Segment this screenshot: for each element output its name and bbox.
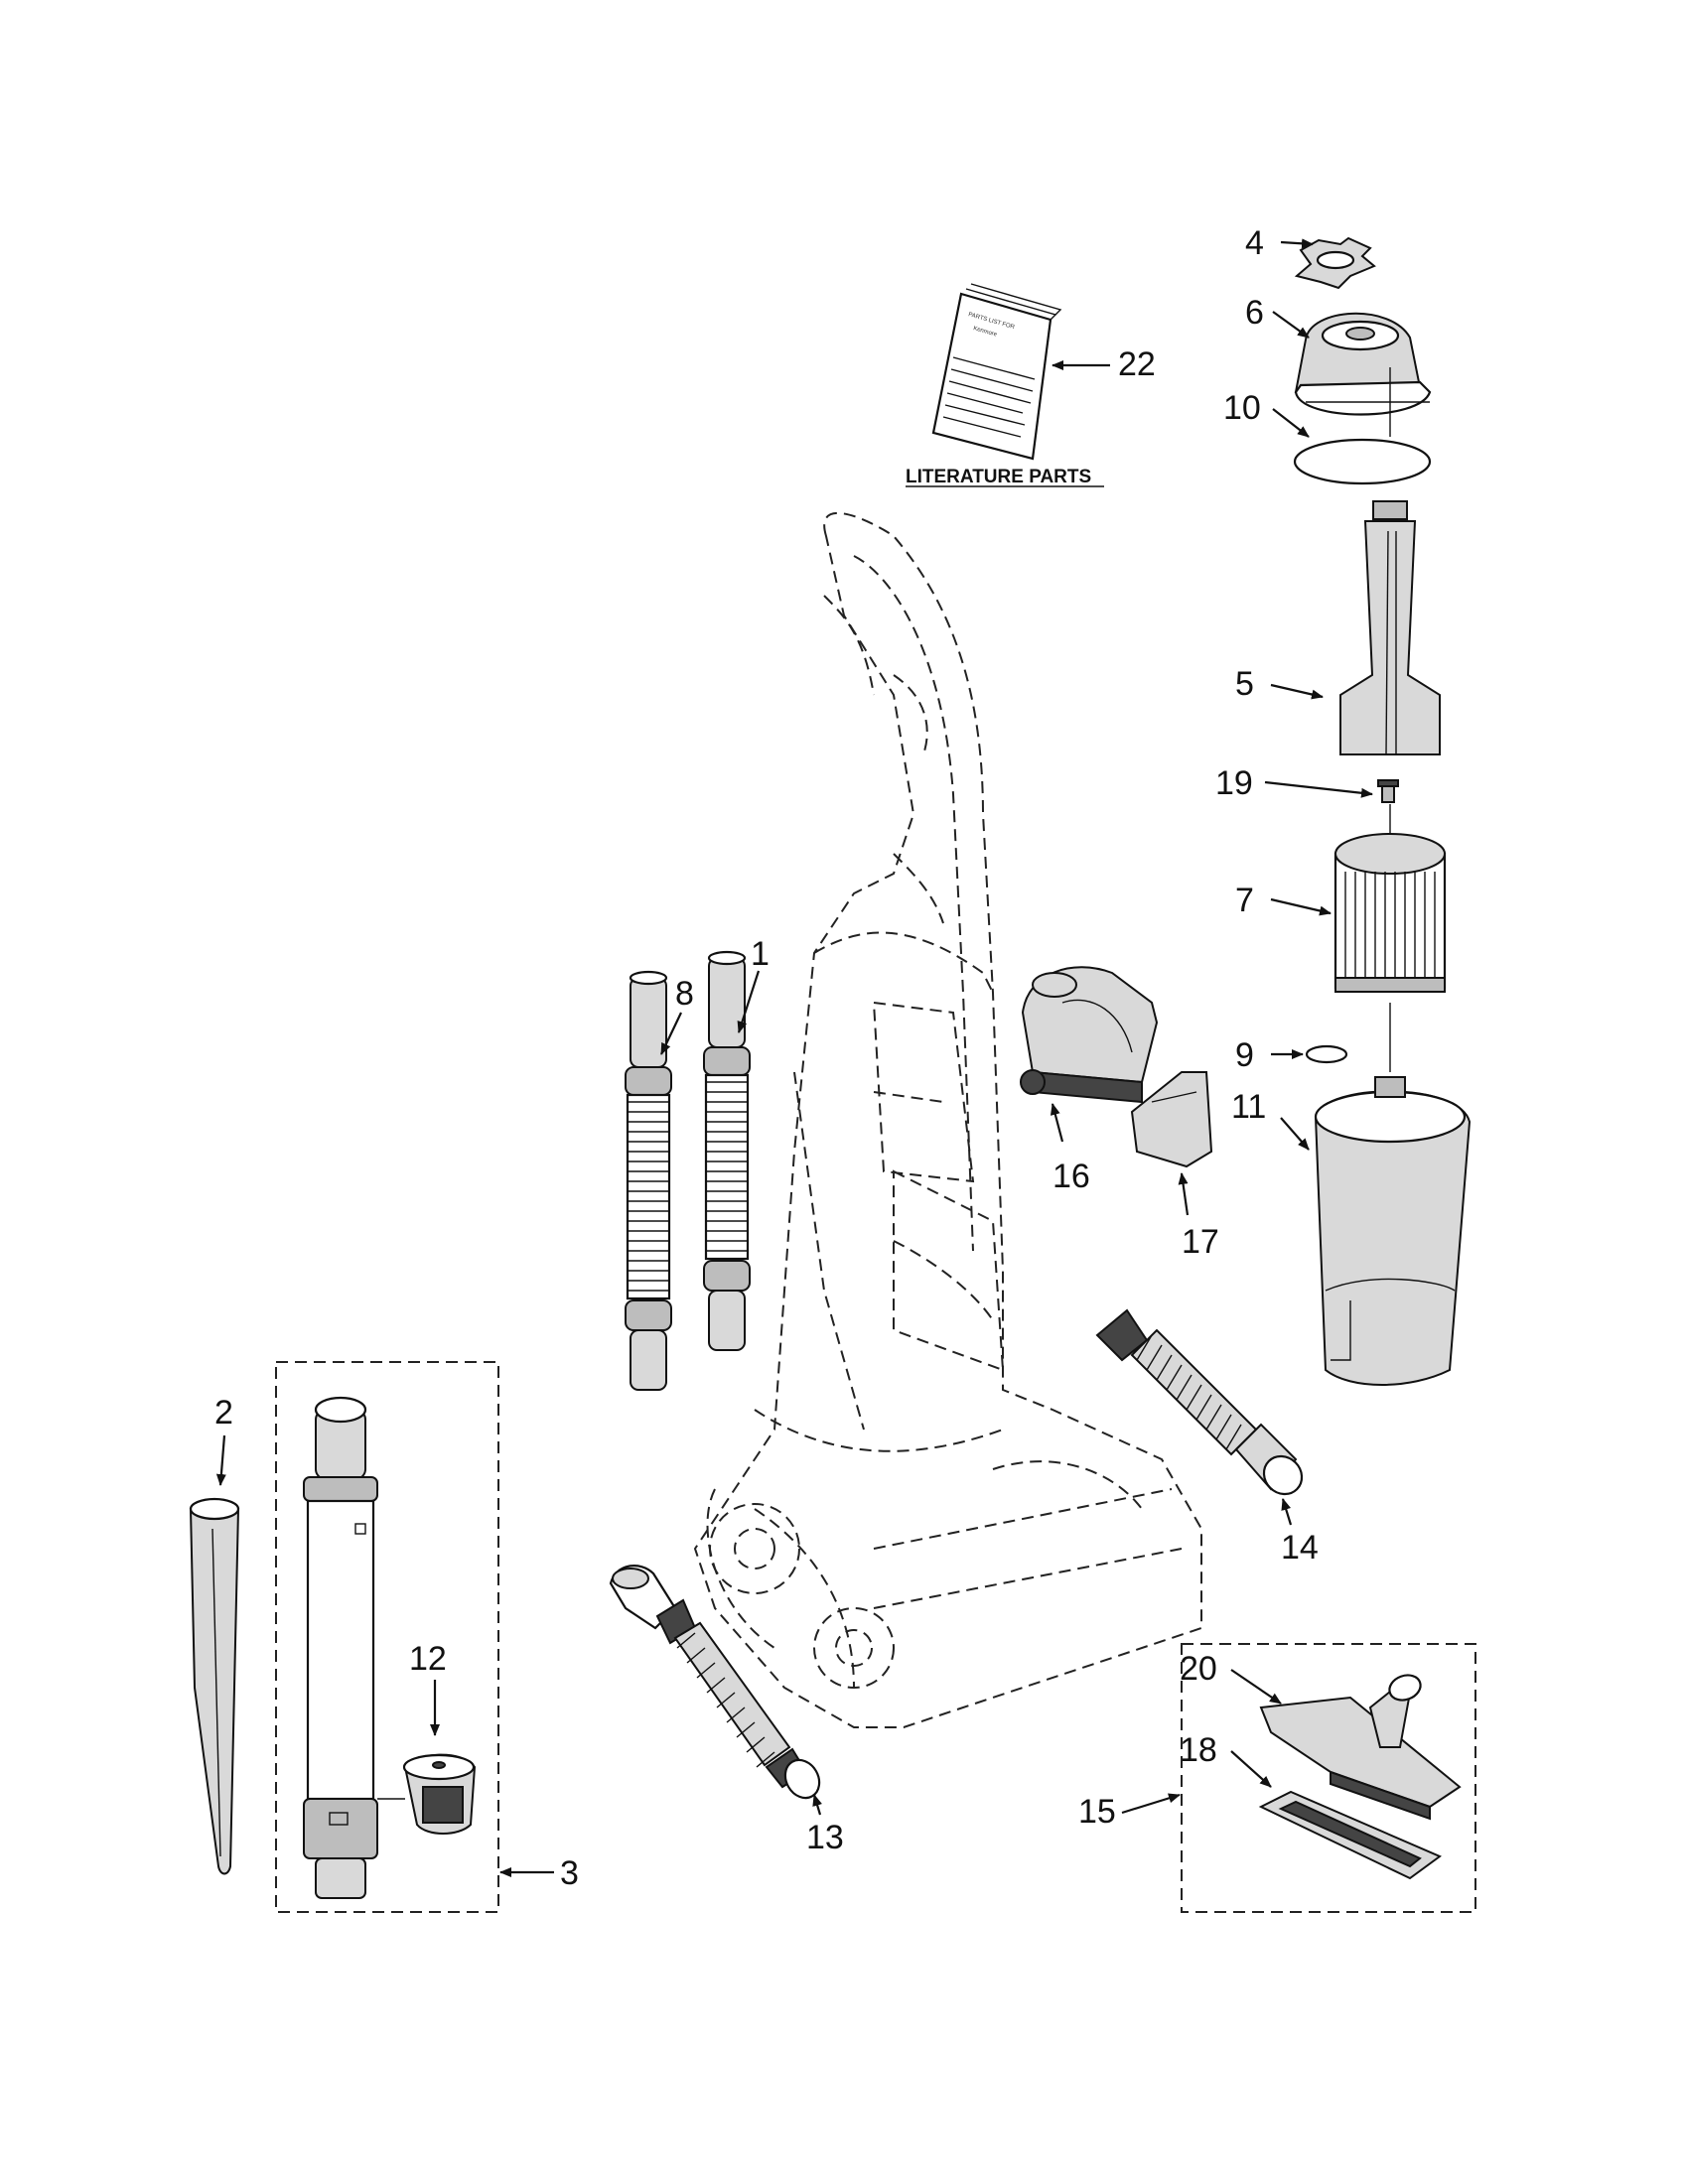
callout-4: 4 — [1245, 224, 1264, 262]
callout-1: 1 — [751, 935, 770, 973]
callout-2: 2 — [214, 1394, 233, 1432]
part-13-hose — [609, 1565, 821, 1800]
callout-12: 12 — [409, 1640, 447, 1678]
callout-6: 6 — [1245, 294, 1264, 332]
part-19-screw — [1377, 779, 1399, 803]
part-17-cover — [1130, 1071, 1213, 1168]
part-16-turbo-brush — [1020, 966, 1159, 1104]
vacuum-body-phantom — [693, 511, 1202, 1728]
literature-booklet: PARTS LIST FOR Kenmore — [931, 283, 1062, 461]
part-6-lid — [1294, 312, 1432, 416]
part-4-cap — [1294, 236, 1376, 290]
callout-15: 15 — [1078, 1793, 1116, 1831]
part-14-hose — [1095, 1308, 1304, 1496]
part-3-wand — [303, 1396, 378, 1899]
callout-3: 3 — [560, 1854, 579, 1892]
literature-parts-heading: LITERATURE PARTS — [906, 467, 1091, 487]
callout-14: 14 — [1281, 1529, 1319, 1567]
callout-20: 20 — [1180, 1650, 1217, 1688]
callout-22: 22 — [1118, 345, 1156, 383]
part-15-group-box — [1181, 1643, 1476, 1913]
part-8-hose — [625, 970, 672, 1391]
part-9-o-ring — [1305, 1044, 1348, 1064]
callout-13: 13 — [806, 1819, 844, 1856]
part-5-filter-tube — [1339, 500, 1441, 755]
callout-17: 17 — [1182, 1223, 1219, 1261]
leader-arrows — [215, 238, 1391, 1877]
part-7-pleated-filter — [1333, 833, 1447, 993]
callout-10: 10 — [1223, 389, 1261, 427]
part-10-gasket — [1293, 438, 1432, 485]
part-1-hose — [703, 950, 751, 1351]
callout-9: 9 — [1235, 1036, 1254, 1074]
callout-8: 8 — [675, 975, 694, 1013]
callout-16: 16 — [1052, 1158, 1090, 1195]
callout-7: 7 — [1235, 882, 1254, 919]
part-12-button-clip — [402, 1753, 477, 1835]
callout-18: 18 — [1180, 1731, 1217, 1769]
callout-11: 11 — [1231, 1088, 1266, 1126]
callout-5: 5 — [1235, 665, 1254, 703]
part-2-crevice-tool — [189, 1497, 240, 1875]
part-20-floor-brush — [1259, 1674, 1462, 1821]
part-18-brush-strip — [1258, 1790, 1442, 1880]
callout-19: 19 — [1215, 764, 1253, 802]
part-11-dirt-cup — [1314, 1076, 1472, 1386]
part-3-group-box — [275, 1361, 499, 1913]
